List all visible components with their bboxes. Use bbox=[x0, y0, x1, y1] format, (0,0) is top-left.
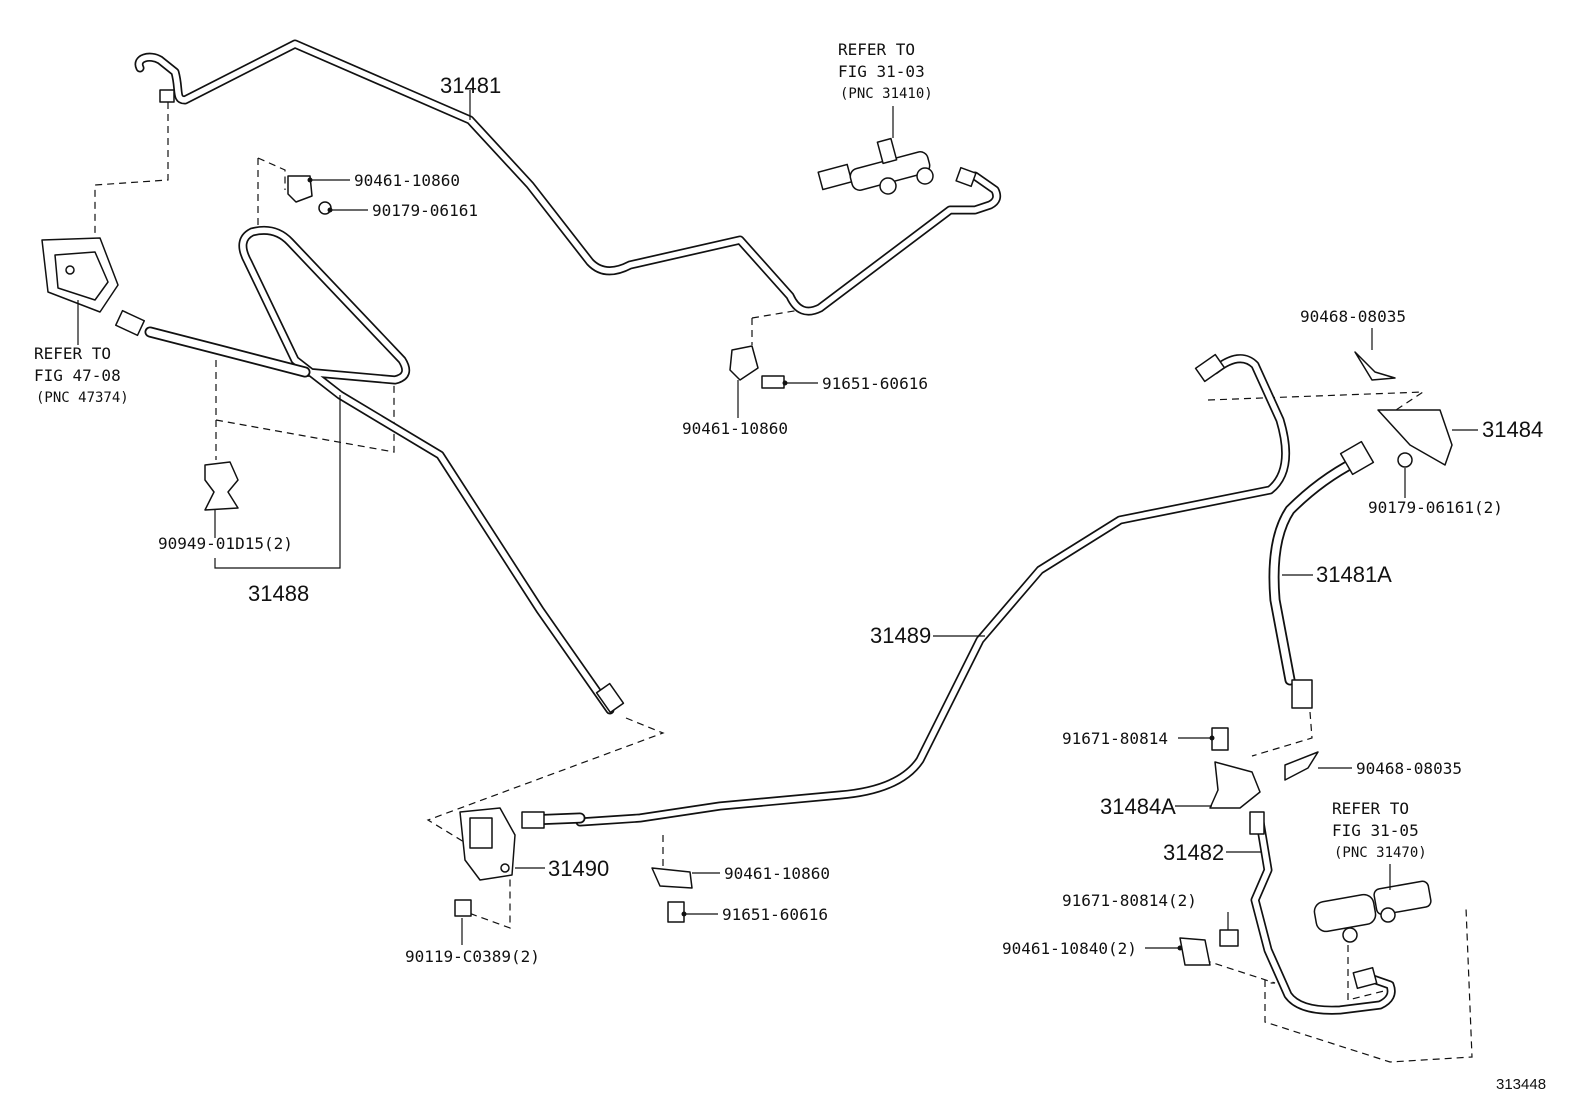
clamp-90461-10840 bbox=[1179, 937, 1211, 966]
ref-release-line3: (PNC 31470) bbox=[1334, 845, 1427, 861]
label-31490: 31490 bbox=[548, 856, 609, 881]
reference-note-master-cyl: REFER TO FIG 31-03 (PNC 31410) bbox=[838, 40, 933, 102]
bracket-31484a bbox=[1209, 761, 1261, 809]
fitting-pipe-end bbox=[595, 682, 625, 714]
ref-master-line2: FIG 31-03 bbox=[838, 62, 925, 81]
label-bolt-mid: 91651-60616 bbox=[822, 374, 928, 393]
bolt-91651-bottom bbox=[667, 901, 685, 923]
bolt-91671-lower bbox=[1219, 929, 1239, 947]
label-clip-top: 90461-10860 bbox=[354, 171, 460, 190]
clip-90461-top bbox=[287, 175, 313, 203]
hose-end-bottom bbox=[1291, 679, 1313, 709]
clip-90468-mid bbox=[1284, 751, 1319, 781]
label-bolt-bottom: 91651-60616 bbox=[722, 905, 828, 924]
label-clip-bottom: 90461-10860 bbox=[724, 864, 830, 883]
label-bolt-31484a: 91671-80814 bbox=[1062, 729, 1168, 748]
fitting-31482-top bbox=[1249, 811, 1265, 835]
figure-code: 313448 bbox=[1496, 1076, 1546, 1093]
hose-end-top bbox=[1339, 440, 1375, 476]
master-cylinder-31410 bbox=[817, 137, 934, 195]
label-grommet: 90949-01D15(2) bbox=[158, 534, 293, 553]
pipe-31489 bbox=[524, 354, 1291, 827]
reference-note-left-bracket: REFER TO FIG 47-08 (PNC 47374) bbox=[34, 344, 129, 406]
label-clip-mid: 90461-10860 bbox=[682, 419, 788, 438]
fitting-top-left bbox=[159, 89, 175, 103]
fitting-31489-right bbox=[1194, 353, 1226, 383]
bracket-31484 bbox=[1377, 409, 1453, 466]
label-31484: 31484 bbox=[1482, 417, 1543, 442]
label-31489: 31489 bbox=[870, 623, 931, 648]
label-nut-top: 90179-06161 bbox=[372, 201, 478, 220]
label-clamp-lower-right: 90461-10840(2) bbox=[1002, 939, 1137, 958]
label-bolt-lower-right: 91671-80814(2) bbox=[1062, 891, 1197, 910]
clip-90468-top bbox=[1354, 351, 1396, 381]
clip-90461-bottom bbox=[651, 867, 693, 889]
pnc-labels: 31481 31488 31489 31490 31484 31481A 314… bbox=[248, 73, 1543, 881]
reference-note-release-cyl: REFER TO FIG 31-05 (PNC 31470) bbox=[1332, 799, 1427, 861]
label-31481a: 31481A bbox=[1316, 562, 1392, 587]
fitting-master-cyl bbox=[955, 166, 977, 188]
label-nut-right: 90179-06161(2) bbox=[1368, 498, 1503, 517]
left-bracket-47374 bbox=[41, 237, 119, 313]
hose-31481a bbox=[1268, 456, 1361, 686]
label-31482: 31482 bbox=[1163, 840, 1224, 865]
fitting-31489-left bbox=[521, 811, 545, 829]
ref-release-line1: REFER TO bbox=[1332, 799, 1409, 818]
ref-left-line2: FIG 47-08 bbox=[34, 366, 121, 385]
pipe-31488-coil bbox=[144, 225, 615, 715]
pipe-31482 bbox=[1250, 817, 1396, 1015]
ref-left-line1: REFER TO bbox=[34, 344, 111, 363]
bracket-31490 bbox=[459, 807, 516, 881]
label-31481: 31481 bbox=[440, 73, 501, 98]
label-31484a: 31484A bbox=[1100, 794, 1176, 819]
bolt-90119 bbox=[454, 899, 472, 917]
ref-master-line3: (PNC 31410) bbox=[840, 86, 933, 102]
clip-90461-mid bbox=[729, 345, 759, 381]
pipe-31481 bbox=[134, 39, 1002, 316]
fitting-31482-bottom bbox=[1352, 966, 1378, 990]
label-bolt-bracket: 90119-C0389(2) bbox=[405, 947, 540, 966]
ref-left-line3: (PNC 47374) bbox=[36, 390, 129, 406]
bolt-91671 bbox=[1211, 727, 1229, 751]
part-number-labels: 90461-10860 90179-06161 91651-60616 9046… bbox=[158, 171, 1503, 966]
label-clip-right-mid: 90468-08035 bbox=[1356, 759, 1462, 778]
label-31488: 31488 bbox=[248, 581, 309, 606]
fitting-left bbox=[114, 309, 146, 337]
leader-lines bbox=[77, 90, 1478, 951]
grommet-90949 bbox=[204, 461, 239, 511]
ref-master-line1: REFER TO bbox=[838, 40, 915, 59]
release-cylinder-31470 bbox=[1313, 880, 1432, 943]
bolt-91651-mid bbox=[761, 375, 785, 389]
label-clip-right-top: 90468-08035 bbox=[1300, 307, 1406, 326]
ref-release-line2: FIG 31-05 bbox=[1332, 821, 1419, 840]
nut-90179-right bbox=[1397, 452, 1413, 468]
